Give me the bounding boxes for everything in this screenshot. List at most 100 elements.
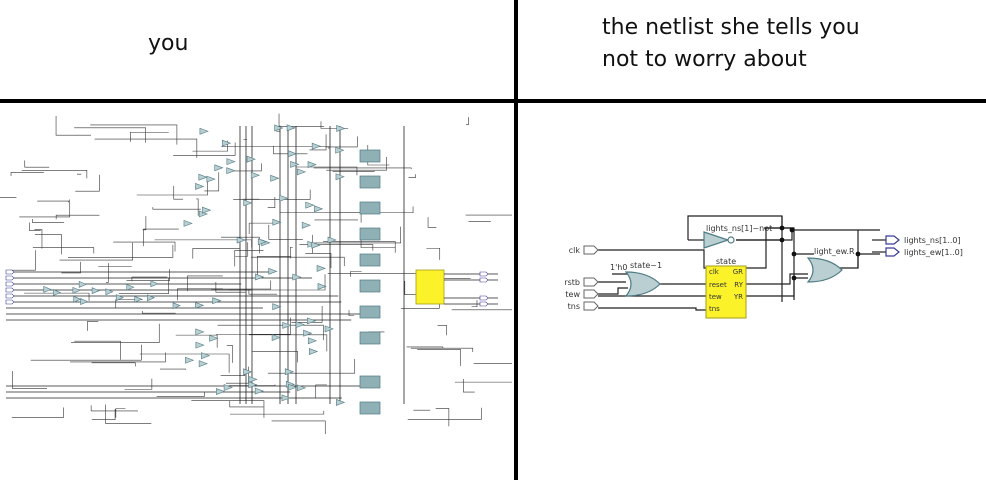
netlist-wire (349, 310, 354, 316)
netlist-wire (37, 201, 68, 202)
netlist-register-block (360, 254, 380, 266)
netlist-wire (75, 175, 99, 191)
netlist-wire (230, 401, 264, 407)
netlist-gate-icon (213, 298, 221, 304)
netlist-wire (191, 401, 264, 418)
netlist-wire (466, 117, 469, 124)
netlist-gate-icon (297, 169, 305, 175)
netlist-gate-icon (307, 318, 315, 324)
netlist-wire (230, 411, 324, 414)
junction-dot (780, 226, 785, 231)
netlist-input-port-icon (6, 294, 14, 298)
netlist-wire (157, 392, 205, 396)
port-rstb-icon (584, 278, 598, 286)
input-label-clk: clk (569, 246, 581, 255)
junction-dot (856, 252, 861, 257)
netlist-wire (153, 207, 201, 209)
netlist-gate-icon (314, 206, 322, 212)
netlist-wire (193, 248, 240, 258)
netlist-gate-icon (195, 302, 203, 308)
netlist-gate-icon (200, 128, 208, 134)
netlist-gate-icon (243, 369, 251, 375)
netlist-gate-icon (293, 274, 301, 280)
netlist-gate-icon (280, 195, 288, 201)
junction-dot (790, 228, 795, 233)
junction-dot (792, 252, 797, 257)
netlist-register-block (360, 332, 380, 344)
junction-dot (780, 238, 785, 243)
netlist-wire (314, 227, 401, 243)
netlist-gate-icon (337, 125, 345, 131)
netlist-register-block (360, 202, 380, 214)
wire-tns (598, 308, 706, 310)
complex-netlist-diagram (0, 104, 512, 480)
netlist-input-port-icon (6, 300, 14, 304)
port-tew-icon (584, 290, 598, 298)
netlist-gate-icon (237, 237, 245, 243)
netlist-wire (140, 354, 229, 373)
not-gate-icon (704, 232, 728, 248)
netlist-gate-icon (273, 219, 281, 225)
netlist-wire (269, 225, 303, 239)
netlist-gate-icon (185, 357, 193, 363)
wire-rstb-b (598, 288, 628, 294)
netlist-gate-icon (302, 222, 310, 228)
netlist-wire (144, 229, 179, 246)
netlist-wire (428, 217, 436, 227)
netlist-wire (438, 326, 447, 336)
netlist-gate-icon (215, 165, 223, 171)
netlist-wire (314, 168, 412, 169)
caption-netlist-line-1: the netlist she tells you (602, 12, 962, 44)
netlist-wire (91, 405, 138, 411)
netlist-gate-icon (249, 382, 257, 388)
netlist-wire (279, 114, 324, 127)
netlist-output-port-icon (480, 302, 488, 306)
port-lights-ew-icon (886, 248, 899, 256)
netlist-wire (12, 407, 64, 417)
netlist-gate-icon (92, 288, 99, 294)
netlist-gate-icon (53, 290, 60, 296)
netlist-wire (409, 174, 416, 177)
state-port-in: tew (709, 293, 722, 301)
simple-netlist-diagram: clk rstb tew tns 1'h0 state~1 lights_ns[… (518, 104, 986, 480)
netlist-gate-icon (151, 281, 158, 287)
output-label-lights-ew: lights_ew[1..0] (904, 248, 963, 257)
netlist-wire (321, 121, 348, 128)
netlist-wire (106, 405, 152, 424)
netlist-gate-icon (216, 389, 224, 395)
netlist-register-block (360, 376, 380, 388)
netlist-gate-icon (272, 335, 280, 341)
netlist-wire (32, 219, 64, 222)
netlist-wire (408, 408, 482, 420)
netlist-wire (290, 247, 292, 258)
netlist-register-block (360, 306, 380, 318)
netlist-fsm-block (416, 270, 444, 304)
netlist-gate-icon (328, 237, 336, 243)
wire-yr (746, 278, 808, 296)
state-gate-label: state~1 (630, 261, 662, 270)
netlist-wire (316, 385, 327, 398)
netlist-wire (11, 172, 44, 176)
netlist-wire (116, 409, 126, 418)
netlist-wire (268, 197, 275, 208)
netlist-input-port-icon (6, 288, 14, 292)
netlist-gate-icon (304, 330, 312, 336)
netlist-gate-icon (210, 335, 218, 341)
netlist-gate-icon (222, 140, 230, 146)
port-clk-icon (584, 246, 598, 254)
netlist-wire (126, 269, 169, 280)
netlist-wire (61, 262, 80, 273)
netlist-wire (452, 310, 512, 318)
netlist-output-port-icon (480, 272, 488, 276)
netlist-gate-icon (81, 299, 88, 305)
netlist-wire (196, 199, 198, 216)
netlist-gate-icon (196, 342, 204, 348)
caption-netlist-line-2: not to worry about (602, 44, 962, 76)
netlist-gate-icon (247, 156, 255, 162)
netlist-register-block (360, 228, 380, 240)
netlist-gate-icon (127, 284, 134, 290)
netlist-gate-icon (287, 125, 295, 131)
netlist-wire (160, 369, 186, 370)
netlist-wire (268, 359, 355, 373)
netlist-wire (229, 274, 325, 290)
